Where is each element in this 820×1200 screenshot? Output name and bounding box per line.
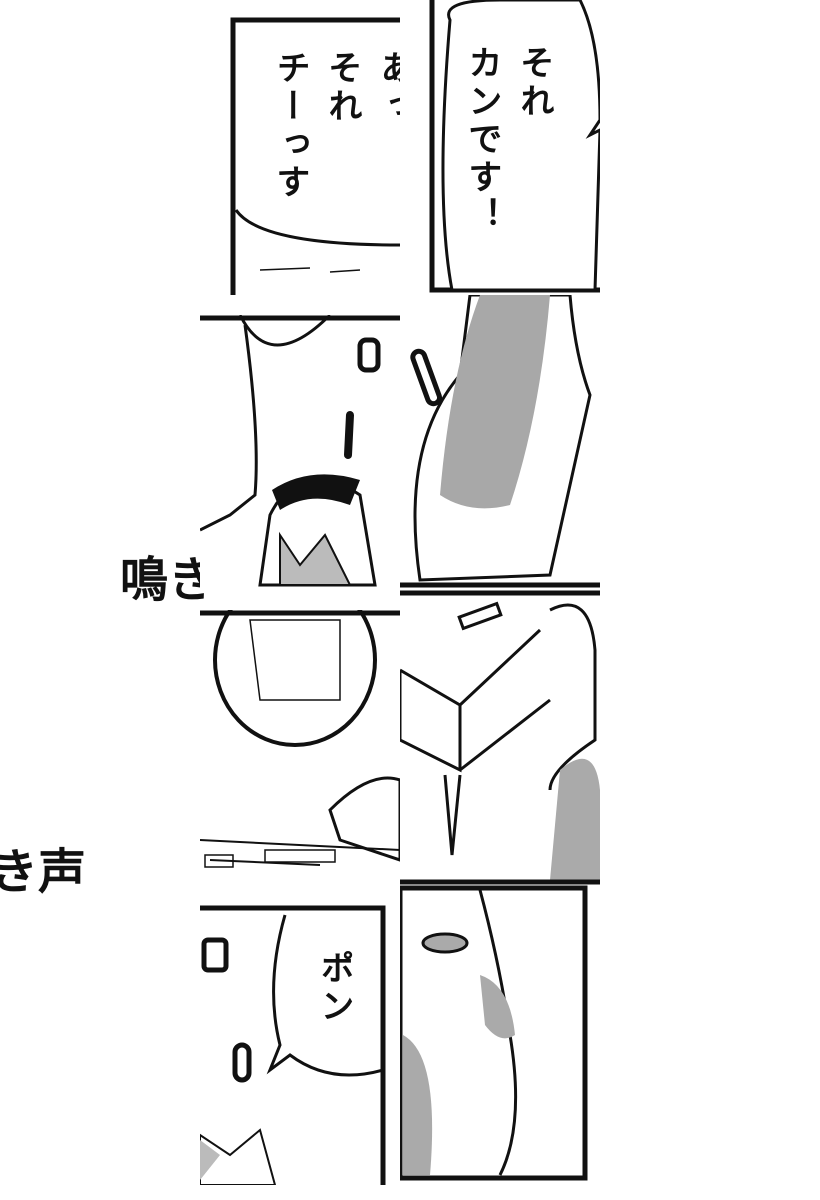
panel-seated-player — [400, 295, 600, 590]
panel-closeup — [400, 885, 590, 1185]
player-illustration — [400, 295, 600, 588]
mirror-illustration — [200, 610, 400, 868]
table-illustration — [400, 590, 600, 885]
speech-pon: ポン — [314, 950, 354, 1026]
speech-line: カンです！ — [462, 45, 502, 235]
panel-chi-speech: あっ それ チーっす — [200, 0, 400, 295]
speech-line: それ — [514, 45, 554, 121]
title-fragment: き声 — [0, 844, 87, 900]
panel-chi-art — [230, 17, 400, 295]
speech-line: チーっす — [270, 50, 310, 202]
closeup-illustration — [400, 885, 588, 1181]
panel-mirror-table — [200, 610, 400, 890]
panel-pon-speech: ポン — [200, 905, 390, 1185]
panel-mahjong-table — [400, 590, 600, 885]
panel-cat-meow — [200, 315, 400, 590]
pon-art — [200, 905, 386, 1185]
panel-kan-art — [429, 0, 600, 293]
speech-line: あっ — [374, 50, 400, 126]
panel-kan-speech: それ カンです！ — [400, 0, 600, 295]
cat-illustration — [200, 315, 400, 587]
speech-line: それ — [322, 50, 362, 126]
